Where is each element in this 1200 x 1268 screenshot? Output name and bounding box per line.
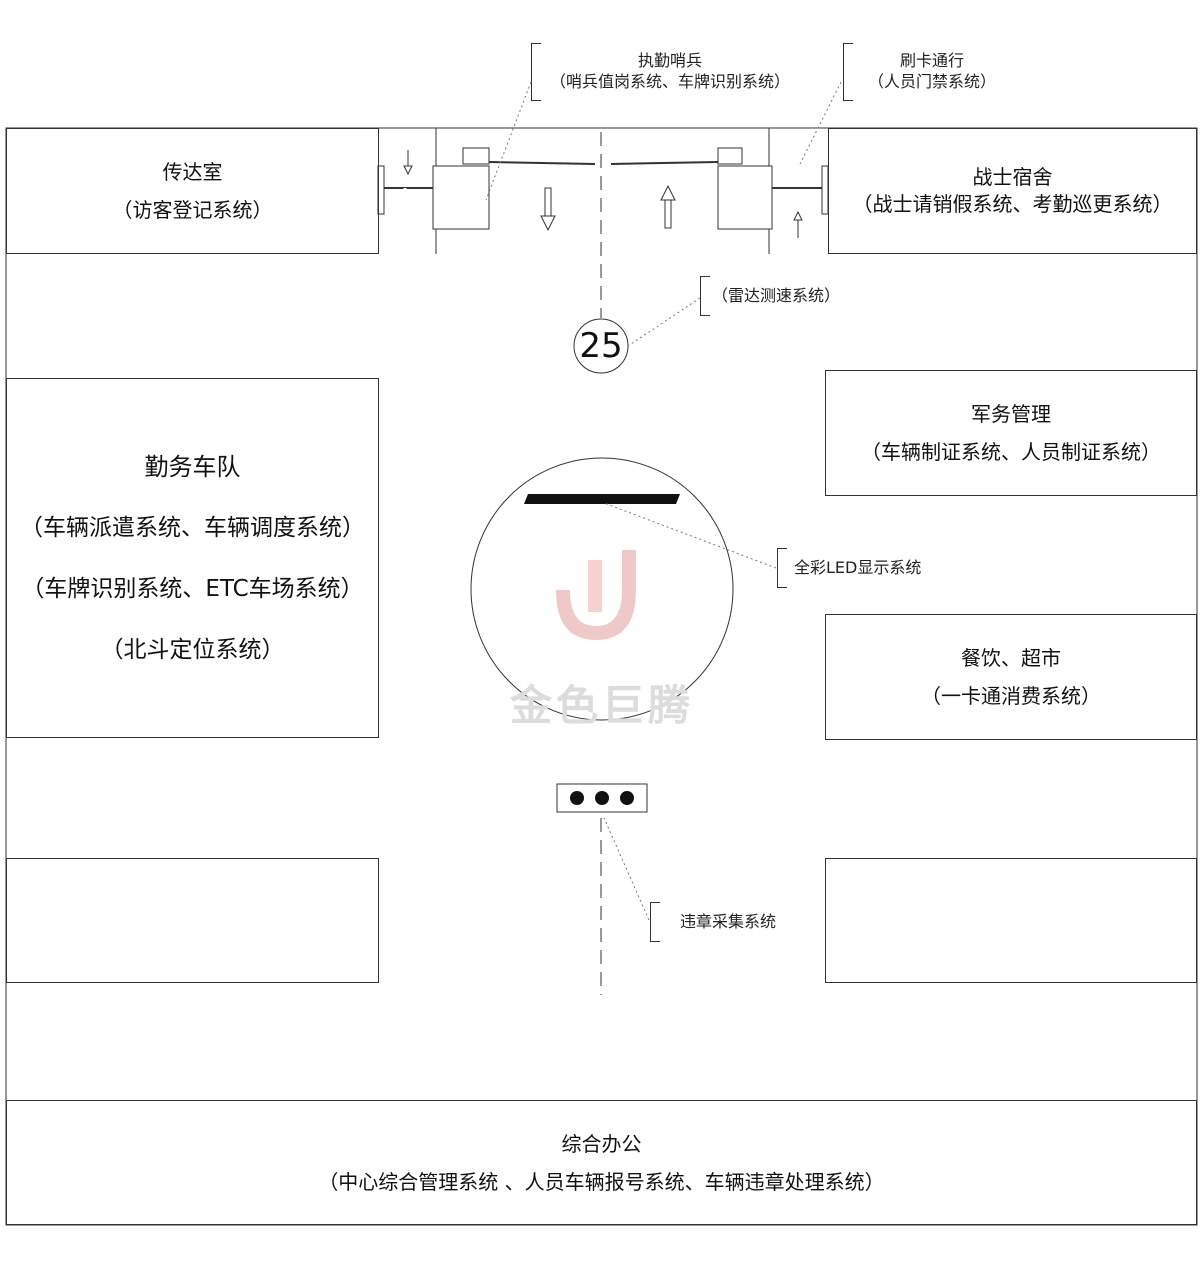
room-office: 综合办公 （中心综合管理系统 、人员车辆报号系统、车辆违章处理系统） (6, 1100, 1197, 1225)
room-guard: 传达室 （访客登记系统） (6, 128, 379, 254)
barrier-motor-right (717, 147, 743, 165)
room-fleet-line2: （车牌识别系统、ETC车场系统） (21, 575, 364, 602)
led-display-bar (524, 494, 680, 504)
room-fleet-line1: （车辆派遣系统、车辆调度系统） (20, 514, 365, 541)
callout-radar-bracket (700, 276, 710, 316)
callout-card-systems: （人员门禁系统） (867, 72, 996, 91)
leader-sentry (485, 81, 532, 201)
room-guard-systems: （访客登记系统） (112, 198, 273, 222)
callout-sentry: 执勤哨兵 （哨兵值岗系统、车牌识别系统） (540, 50, 800, 92)
room-dormitory-title: 战士宿舍 (972, 165, 1053, 189)
watermark-logo-icon (556, 550, 636, 640)
room-military-systems: （车辆制证系统、人员制证系统） (861, 440, 1161, 464)
speed-sign-value: 25 (579, 326, 623, 366)
callout-violation-bracket (650, 902, 660, 942)
callout-sentry-systems: （哨兵值岗系统、车牌识别系统） (549, 72, 790, 91)
watermark-text: 金色巨腾 (509, 681, 694, 730)
leader-violation (603, 817, 650, 921)
callout-led-bracket (777, 548, 787, 588)
barrier-arm-right (610, 161, 719, 165)
callout-violation: 违章采集系统 (680, 912, 777, 931)
arrow-up-lane-icon (660, 184, 676, 229)
room-office-systems: （中心综合管理系统 、人员车辆报号系统、车辆违章处理系统） (318, 1169, 885, 1194)
room-military-title: 军务管理 (971, 402, 1051, 426)
led-display-circle (470, 457, 734, 721)
room-fleet-title: 勤务车队 (144, 452, 241, 481)
camera-light-2 (595, 791, 609, 805)
leader-radar (627, 297, 701, 347)
room-blank-right (825, 858, 1197, 983)
room-blank-left (6, 858, 379, 983)
callout-card-title: 刷卡通行 (899, 51, 964, 70)
room-guard-title: 传达室 (162, 160, 223, 184)
room-service-fleet: 勤务车队 （车辆派遣系统、车辆调度系统） （车牌识别系统、ETC车场系统） （北… (6, 378, 379, 738)
room-dormitory: 战士宿舍 （战士请销假系统、考勤巡更系统） (828, 128, 1197, 254)
sentry-booth-right (717, 165, 773, 230)
camera-light-1 (570, 791, 584, 805)
callout-led: 全彩LED显示系统 (794, 558, 922, 577)
sentry-booth-left (432, 165, 490, 230)
arrow-down-lane-icon (540, 187, 556, 232)
callout-sentry-title: 执勤哨兵 (637, 51, 702, 70)
leader-card (799, 81, 842, 165)
arrow-up-small-icon (793, 210, 803, 238)
callout-card: 刷卡通行 （人员门禁系统） (852, 50, 1012, 92)
room-fleet-line3: （北斗定位系统） (100, 636, 285, 663)
leader-led (603, 502, 777, 569)
room-dining-title: 餐饮、超市 (961, 646, 1061, 670)
camera-light-3 (620, 791, 634, 805)
barrier-arm-left (488, 161, 596, 165)
room-dining: 餐饮、超市 （一卡通消费系统） (825, 614, 1197, 740)
room-dormitory-systems: （战士请销假系统、考勤巡更系统） (852, 192, 1173, 216)
callout-radar: （雷达测速系统） (712, 286, 841, 305)
callout-card-bracket (843, 43, 853, 101)
room-dining-systems: （一卡通消费系统） (921, 684, 1101, 708)
arrow-down-small-icon (403, 150, 413, 176)
barrier-motor-left (462, 147, 490, 165)
callout-sentry-bracket (531, 43, 541, 101)
room-office-title: 综合办公 (561, 1131, 642, 1156)
room-military-affairs: 军务管理 （车辆制证系统、人员制证系统） (825, 370, 1197, 496)
